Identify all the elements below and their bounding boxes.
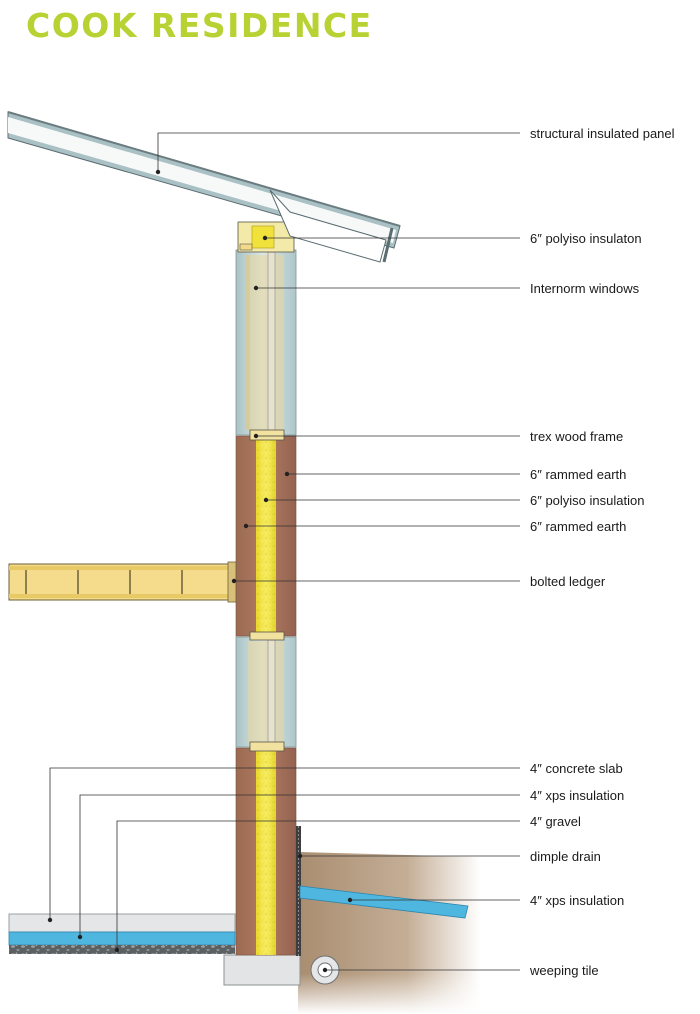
wall-insulation-core [256,440,276,955]
label-gravel: 4″ gravel [530,814,581,829]
label-xps-wing: 4″ xps insulation [530,893,624,908]
floor-joist [8,561,237,603]
label-dimple-drain: dimple drain [530,849,601,864]
label-rammed-earth-outer: 6″ rammed earth [530,467,626,482]
leader-lines [49,132,520,971]
leader-xps-slab [79,794,520,937]
trex-frames [249,429,285,752]
leader-dots [47,169,353,973]
page-title: COOK RESIDENCE [26,6,373,45]
leader-slab [49,767,520,920]
label-internorm-windows: Internorm windows [530,281,640,296]
label-polyiso-wall: 6″ polyiso insulation [530,493,644,508]
label-xps-slab: 4″ xps insulation [530,788,624,803]
leader-sip [157,132,520,172]
gravel-layer [9,945,235,954]
concrete-slab [8,913,236,933]
window-upper [235,249,297,436]
label-rammed-earth-inner: 6″ rammed earth [530,519,626,534]
xps-slab-layer [8,931,236,946]
label-concrete-slab: 4″ concrete slab [530,761,623,776]
footing [223,954,301,986]
dimple-drain [296,826,301,956]
xps-insulation-wing [299,885,469,919]
label-bolted-ledger: bolted ledger [530,574,606,589]
label-trex-wood-frame: trex wood frame [530,429,623,444]
label-polyiso-roof: 6″ polyiso insulaton [530,231,642,246]
window-lower [235,636,297,748]
label-structural-insulated-panel: structural insulated panel [530,126,675,141]
roof-sip-panel [7,111,401,263]
leader-gravel [116,820,520,950]
callout-labels: structural insulated panel 6″ polyiso in… [529,126,675,978]
label-weeping-tile: weeping tile [529,963,599,978]
